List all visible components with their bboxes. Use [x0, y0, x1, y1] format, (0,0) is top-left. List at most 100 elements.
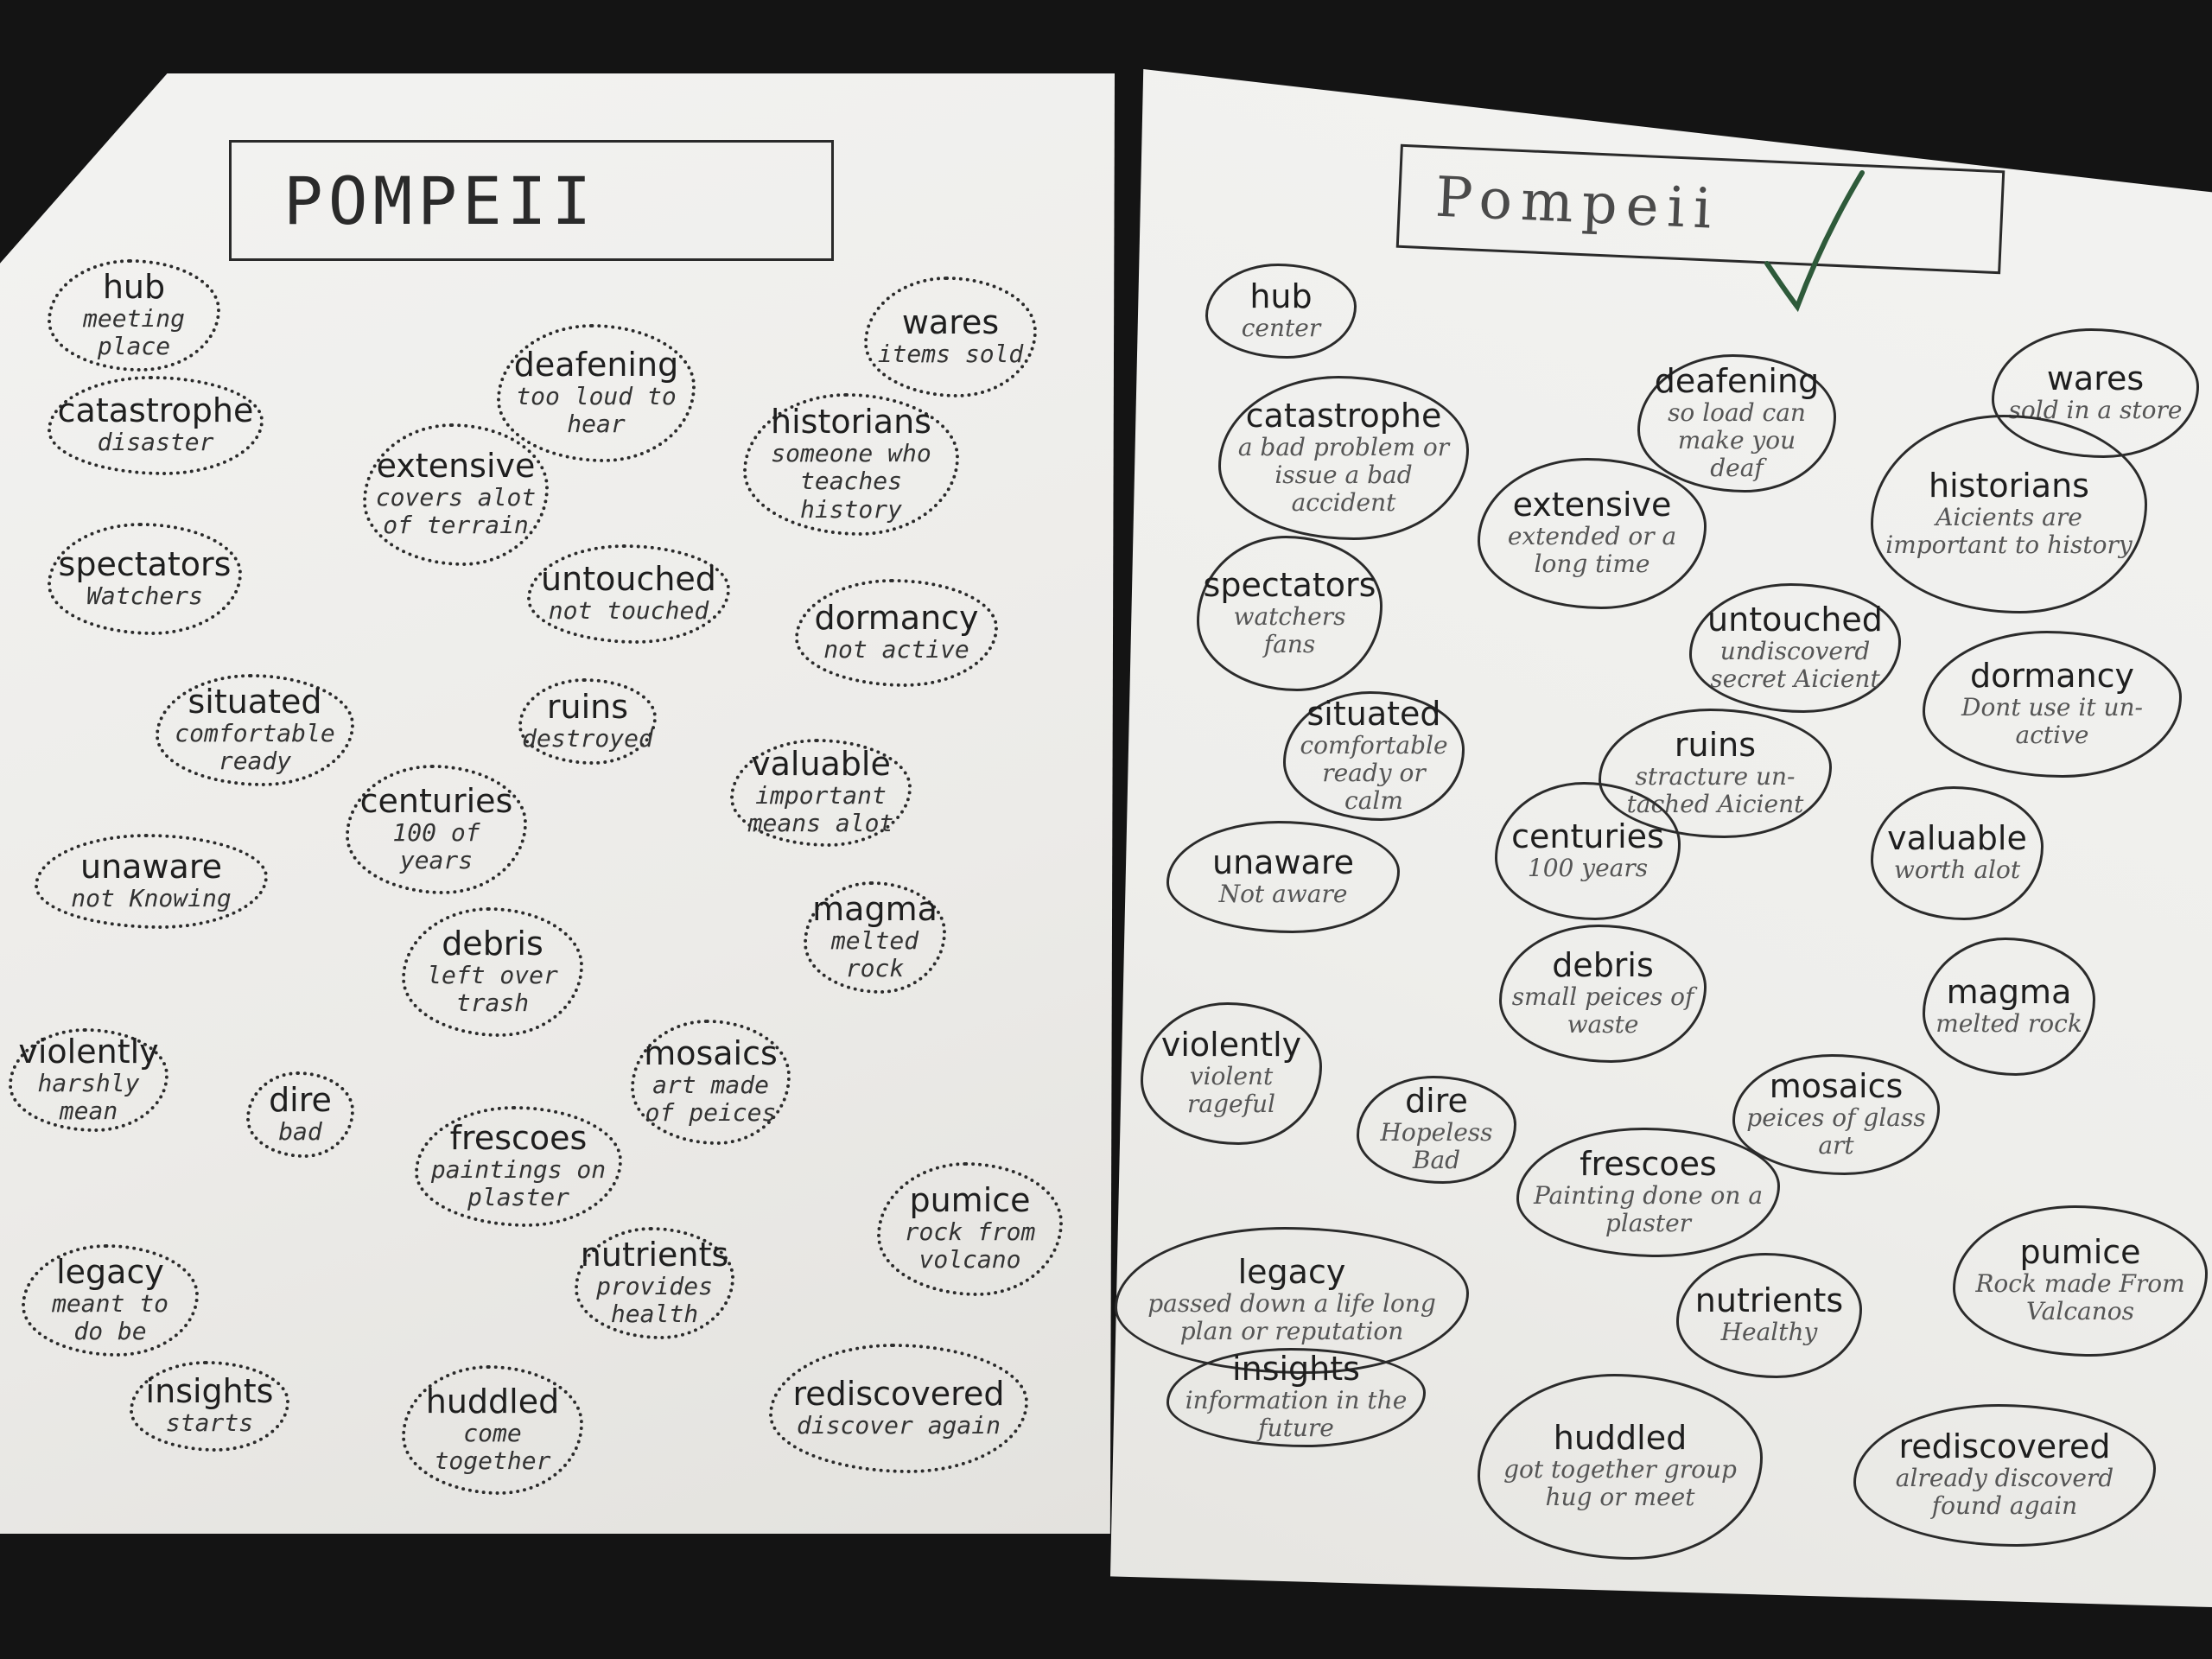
vocab-definition: Watchers — [86, 581, 203, 610]
vocab-definition: come together — [434, 1418, 551, 1475]
vocab-word: dire — [1405, 1082, 1468, 1121]
vocab-definition: Painting done on a plaster — [1533, 1180, 1764, 1237]
vocab-word: ruins — [546, 687, 629, 726]
vocab-word: ruins — [1674, 725, 1757, 764]
vocab-word: centuries — [1511, 817, 1664, 855]
vocab-word: unaware — [1212, 842, 1354, 881]
vocab-definition: destroyed — [522, 723, 653, 753]
vocab-word: frescoes — [449, 1118, 588, 1157]
vocab-definition: undiscoverd secret Aicient — [1710, 636, 1880, 693]
vocab-word: rediscovered — [792, 1374, 1005, 1413]
vocab-word: legacy — [1237, 1252, 1346, 1291]
vocab-word: catastrophe — [1245, 396, 1442, 435]
vocab-word: valuable — [751, 745, 891, 784]
vocab-definition: starts — [165, 1408, 254, 1438]
vocab-word: rediscovered — [1898, 1427, 2111, 1466]
vocab-definition: art made of peices — [645, 1071, 777, 1128]
vocab-word: insights — [145, 1372, 274, 1411]
vocab-word: violently — [18, 1032, 159, 1071]
vocab-word: spectators — [1203, 565, 1376, 604]
vocab-definition: violent rageful — [1187, 1062, 1275, 1119]
vocab-definition: Dont use it un-active — [1961, 692, 2143, 749]
vocab-definition: small peices of waste — [1511, 982, 1694, 1039]
vocab-word: mosaics — [1769, 1066, 1904, 1105]
vocab-word: deafening — [1654, 361, 1820, 400]
vocab-word: nutrients — [1694, 1281, 1844, 1320]
vocab-definition: Rock made From Valcanos — [1975, 1269, 2185, 1326]
vocab-word: pumice — [2019, 1233, 2141, 1272]
vocab-word: nutrients — [580, 1235, 729, 1274]
vocab-definition: Hopeless Bad — [1380, 1118, 1493, 1175]
vocab-definition: important means alot — [747, 781, 894, 838]
vocab-definition: covers alot of terrain — [375, 483, 537, 540]
vocab-definition: melted rock — [830, 925, 919, 982]
vocab-definition: stracture un-tached Aicient — [1626, 761, 1804, 818]
vocab-definition: discover again — [796, 1410, 1001, 1440]
vocab-word: situated — [1306, 694, 1441, 733]
vocab-definition: someone who teaches history — [771, 439, 931, 524]
vocab-definition: peices of glass art — [1746, 1103, 1926, 1160]
vocab-definition: melted rock — [1936, 1008, 2082, 1038]
vocab-definition: center — [1241, 313, 1321, 342]
vocab-word: situated — [188, 682, 322, 721]
vocab-word: hub — [102, 267, 166, 306]
vocab-word: untouched — [541, 560, 716, 599]
left-title: POMPEII — [229, 140, 834, 261]
vocab-definition: bad — [278, 1116, 322, 1146]
vocab-definition: so load can make you deaf — [1668, 397, 1806, 483]
vocab-definition: left over trash — [427, 960, 558, 1017]
vocab-word: catastrophe — [57, 391, 254, 430]
vocab-definition: meant to do be — [52, 1288, 168, 1345]
vocab-definition: not touched — [548, 596, 709, 626]
vocab-definition: not Knowing — [71, 883, 232, 912]
vocab-word: unaware — [80, 847, 222, 886]
vocab-word: magma — [812, 889, 938, 928]
vocab-word: huddled — [425, 1382, 560, 1421]
vocab-definition: information in the future — [1185, 1386, 1408, 1443]
vocab-word: centuries — [359, 781, 513, 820]
checkmark-icon — [1764, 170, 1865, 313]
vocab-definition: comfortable ready or calm — [1300, 730, 1448, 816]
vocab-definition: disaster — [97, 428, 214, 457]
vocab-word: legacy — [56, 1252, 164, 1291]
vocab-word: debris — [1552, 945, 1654, 984]
vocab-word: valuable — [1887, 819, 2027, 858]
vocab-word: frescoes — [1580, 1144, 1717, 1183]
